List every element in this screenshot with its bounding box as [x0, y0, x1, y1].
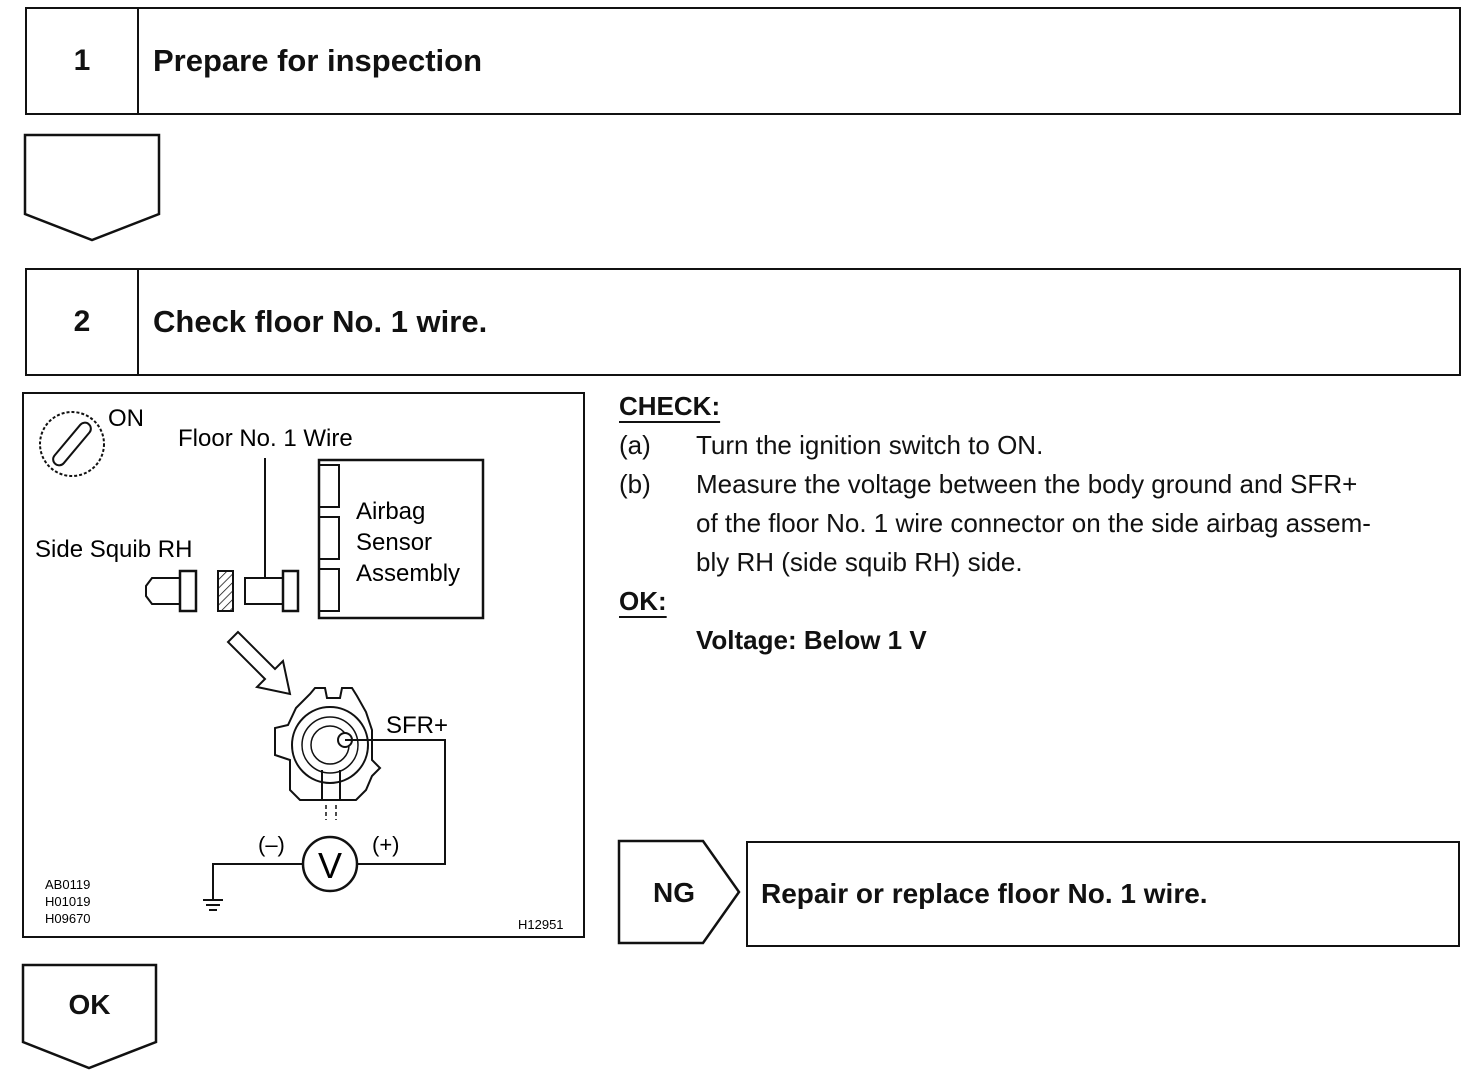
step-title: Prepare for inspection — [153, 43, 483, 78]
step-number: 2 — [27, 270, 139, 374]
ng-action-box: Repair or replace floor No. 1 wire. — [746, 841, 1460, 947]
voltmeter-icon — [301, 835, 359, 893]
ref-code: H01019 — [45, 894, 91, 909]
ok-arrow-icon — [21, 963, 158, 1070]
floor-wire-label: Floor No. 1 Wire — [178, 425, 353, 452]
ground-symbol-icon — [203, 899, 223, 911]
side-squib-connector — [145, 569, 198, 613]
figure-code: H12951 — [518, 917, 564, 932]
sensor-label-line: Assembly — [356, 560, 460, 587]
shorting-spring — [217, 570, 234, 612]
step-1-header: 1 Prepare for inspection — [25, 7, 1461, 115]
sensor-label-line: Sensor — [356, 529, 432, 556]
check-item-text: Measure the voltage between the body gro… — [696, 469, 1358, 499]
side-squib-label: Side Squib RH — [35, 536, 192, 563]
step-number: 1 — [27, 9, 139, 113]
step-2-header: 2 Check floor No. 1 wire. — [25, 268, 1461, 376]
ok-arrow-label: OK — [68, 989, 111, 1020]
terminal-label: SFR+ — [386, 712, 448, 739]
check-item-marker: (b) — [619, 469, 651, 499]
ref-code: AB0119 — [45, 877, 90, 892]
step-title: Check floor No. 1 wire. — [153, 304, 488, 339]
check-item-text: of the floor No. 1 wire connector on the… — [696, 508, 1371, 538]
sensor-label-line: Airbag — [356, 498, 425, 525]
connector-face — [274, 687, 382, 820]
ng-arrow-icon — [617, 839, 741, 945]
ok-heading: OK: — [619, 586, 667, 616]
ng-label: NG — [653, 877, 695, 908]
wiring-diagram: ON Floor No. 1 Wire Airbag Sensor Assemb… — [22, 392, 585, 938]
check-item-text: Turn the ignition switch to ON. — [696, 430, 1044, 460]
airbag-sensor-assembly — [317, 458, 485, 620]
voltmeter-label: V — [318, 845, 342, 886]
switch-on-label: ON — [108, 405, 144, 432]
down-arrow-icon — [23, 133, 161, 242]
direction-arrow-icon — [226, 630, 292, 696]
check-item-marker: (a) — [619, 430, 651, 460]
ref-code: H09670 — [45, 911, 91, 926]
ng-action-text: Repair or replace floor No. 1 wire. — [761, 878, 1208, 909]
check-item-text: bly RH (side squib RH) side. — [696, 547, 1023, 577]
positive-lead-label: (+) — [372, 832, 400, 857]
negative-lead-label: (–) — [258, 832, 285, 857]
ignition-switch-icon — [39, 411, 105, 477]
ok-spec: Voltage: Below 1 V — [696, 625, 927, 655]
check-heading: CHECK: — [619, 391, 721, 421]
floor-wire-connector — [244, 569, 300, 613]
